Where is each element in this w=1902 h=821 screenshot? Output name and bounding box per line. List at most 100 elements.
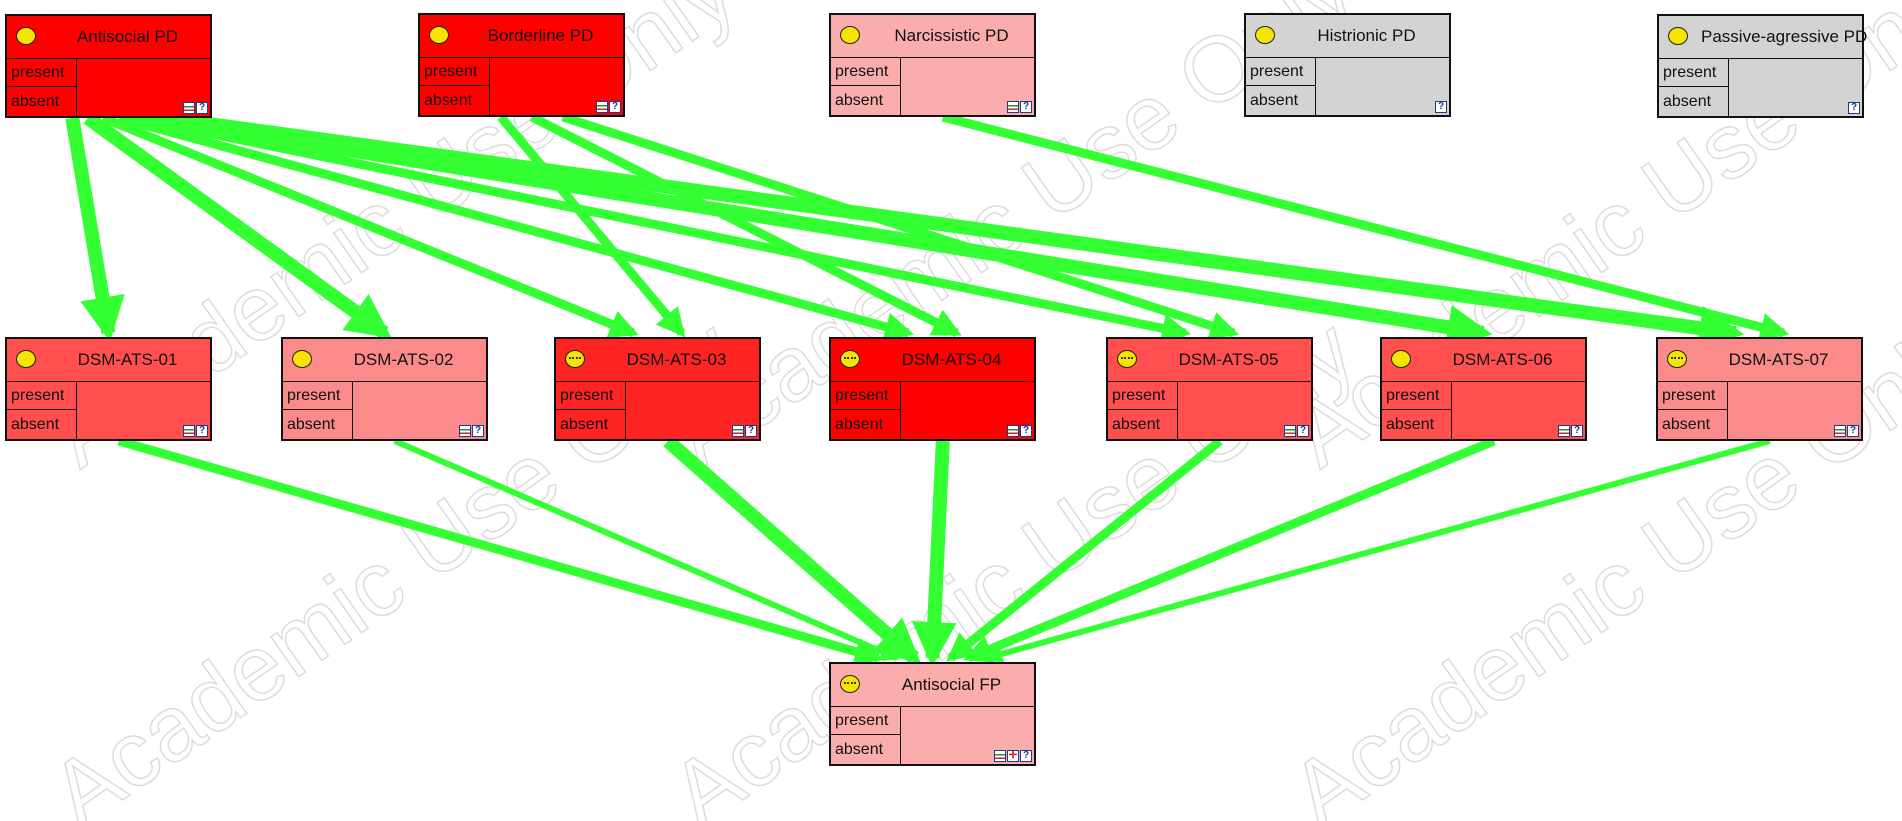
help-icon[interactable]: ?	[1848, 102, 1860, 114]
node-header	[1246, 15, 1449, 58]
state-label-absent[interactable]: absent	[7, 87, 77, 116]
state-label-present[interactable]: present	[7, 381, 77, 410]
state-label-present[interactable]: present	[1382, 381, 1452, 410]
state-label-absent[interactable]: absent	[1659, 87, 1729, 116]
edge-dsm-ats-07-to-antisocial-fp	[983, 438, 1771, 664]
table-icon[interactable]	[183, 425, 195, 437]
node-icon-group: ?	[183, 102, 208, 114]
node-indicator-icon[interactable]	[1668, 27, 1688, 45]
state-label-absent[interactable]: absent	[831, 735, 901, 764]
node-indicator-icon[interactable]	[292, 350, 312, 368]
state-label-present[interactable]: present	[1108, 381, 1178, 410]
help-icon[interactable]: ?	[1435, 101, 1447, 113]
state-label-absent[interactable]: absent	[1382, 410, 1452, 439]
node-title: DSM-ATS-05	[1178, 350, 1279, 369]
state-label-present[interactable]: present	[831, 381, 901, 410]
node-title: Borderline PD	[487, 26, 594, 45]
edge-dsm-ats-04-to-antisocial-fp	[911, 440, 957, 667]
node-header	[7, 16, 210, 59]
edge-antisocial-pd-to-dsm-ats-07	[164, 111, 1745, 351]
help-icon[interactable]: ?	[1020, 750, 1032, 762]
node-header	[831, 339, 1034, 382]
help-icon[interactable]: ?	[196, 102, 208, 114]
table-icon[interactable]	[732, 425, 744, 437]
state-label-present[interactable]: present	[556, 381, 626, 410]
state-label-absent[interactable]: absent	[556, 410, 626, 439]
edge-dsm-ats-05-to-antisocial-fp	[946, 437, 1223, 662]
state-label-present[interactable]: present	[831, 57, 901, 86]
table-icon[interactable]	[994, 750, 1006, 762]
evidence-indicator-icon[interactable]	[1667, 350, 1687, 368]
state-label-absent[interactable]: absent	[283, 410, 353, 439]
node-title: DSM-ATS-04	[901, 350, 1002, 369]
help-icon[interactable]: ?	[472, 425, 484, 437]
node-indicator-icon[interactable]	[429, 26, 449, 44]
node-indicator-icon[interactable]	[1255, 26, 1275, 44]
node-indicator-icon[interactable]	[1391, 350, 1411, 368]
help-icon[interactable]: ?	[1571, 425, 1583, 437]
help-icon[interactable]: ?	[196, 425, 208, 437]
state-label-present[interactable]: present	[283, 381, 353, 410]
state-label-present[interactable]: present	[1246, 57, 1316, 86]
help-icon[interactable]: ?	[1020, 101, 1032, 113]
target-icon[interactable]: ✛	[1007, 750, 1019, 762]
node-indicator-icon[interactable]	[840, 26, 860, 44]
state-label-present[interactable]: present	[7, 58, 77, 87]
help-icon[interactable]: ?	[1020, 425, 1032, 437]
state-label-present[interactable]: present	[420, 57, 490, 86]
node-icon-group: ?	[1558, 425, 1583, 437]
table-icon[interactable]	[1007, 425, 1019, 437]
node-title: Narcissistic PD	[894, 26, 1009, 45]
state-label-absent[interactable]: absent	[1246, 86, 1316, 115]
state-label-absent[interactable]: absent	[831, 410, 901, 439]
state-label-absent[interactable]: absent	[831, 86, 901, 115]
table-icon[interactable]	[1834, 425, 1846, 437]
table-icon[interactable]	[183, 102, 195, 114]
node-icon-group: ?	[1284, 425, 1309, 437]
evidence-indicator-icon[interactable]	[1117, 350, 1137, 368]
node-indicator-icon[interactable]	[16, 350, 36, 368]
table-icon[interactable]	[596, 101, 608, 113]
table-icon[interactable]	[459, 425, 471, 437]
help-icon[interactable]: ?	[745, 425, 757, 437]
evidence-indicator-icon[interactable]	[565, 350, 585, 368]
node-header	[831, 664, 1034, 707]
edge-dsm-ats-01-to-antisocial-fp	[117, 436, 884, 666]
help-icon[interactable]: ?	[609, 101, 621, 113]
state-label-present[interactable]: present	[1658, 381, 1728, 410]
node-indicator-icon[interactable]	[16, 27, 36, 45]
node-icon-group: ?	[1834, 425, 1859, 437]
table-icon[interactable]	[1558, 425, 1570, 437]
state-label-absent[interactable]: absent	[7, 410, 77, 439]
node-title: Histrionic PD	[1317, 26, 1416, 45]
edge-narcissistic-pd-to-dsm-ats-07	[941, 112, 1790, 342]
state-label-absent[interactable]: absent	[1658, 410, 1728, 439]
node-icon-group: ?	[183, 425, 208, 437]
node-header	[831, 15, 1034, 58]
help-icon[interactable]: ?	[1297, 425, 1309, 437]
state-label-absent[interactable]: absent	[420, 86, 490, 115]
state-label-absent[interactable]: absent	[1108, 410, 1178, 439]
table-icon[interactable]	[1007, 101, 1019, 113]
evidence-indicator-icon[interactable]	[840, 675, 860, 693]
table-icon[interactable]	[1284, 425, 1296, 437]
help-icon[interactable]: ?	[1847, 425, 1859, 437]
evidence-indicator-icon[interactable]	[840, 350, 860, 368]
node-title: DSM-ATS-02	[353, 350, 454, 369]
state-label-present[interactable]: present	[1659, 58, 1729, 87]
state-label-present[interactable]: present	[831, 706, 901, 735]
node-header	[556, 339, 759, 382]
